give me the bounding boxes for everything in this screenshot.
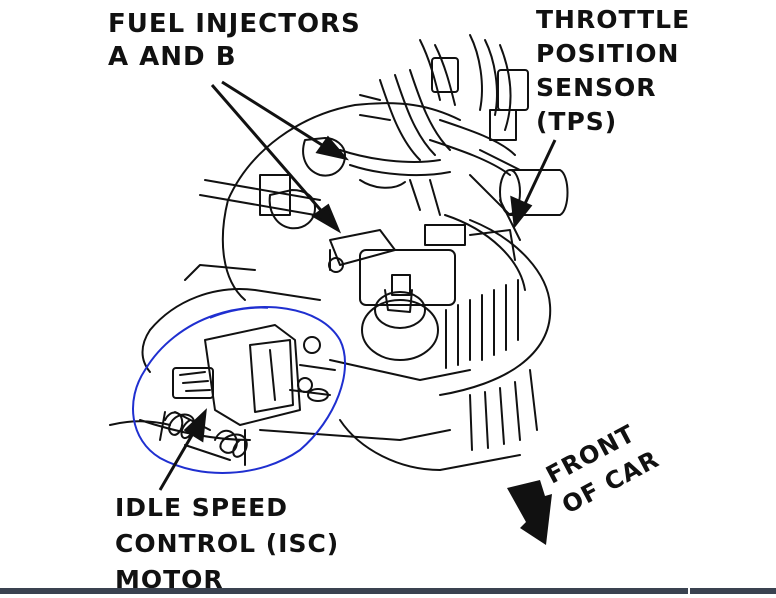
fuel-injectors-label: FUEL INJECTORS A AND B — [108, 8, 361, 74]
tps-line-4: (TPS) — [536, 107, 618, 136]
fuel-injectors-line-2: A AND B — [108, 42, 237, 72]
fuel-injector-arrows — [210, 80, 350, 234]
tps-arrow — [510, 139, 557, 229]
isc-motor-body — [204, 324, 301, 426]
isc-spring-right — [214, 429, 248, 458]
isc-label: IDLE SPEED CONTROL (ISC) MOTOR — [115, 490, 339, 598]
throttle-body — [359, 249, 456, 306]
fuel-injectors-line-1: FUEL INJECTORS — [108, 9, 361, 39]
isc-spring-left — [164, 411, 196, 440]
tps-line-2: POSITION — [536, 39, 680, 68]
isc-arrow — [158, 408, 207, 491]
annotation-circle — [132, 306, 346, 474]
tps-label: THROTTLE POSITION SENSOR (TPS) — [536, 3, 690, 139]
isc-line-1: IDLE SPEED — [115, 493, 289, 522]
bottom-divider — [688, 586, 690, 594]
tps-line-1: THROTTLE — [536, 5, 691, 34]
tps-line-3: SENSOR — [536, 73, 657, 102]
bottom-bar — [0, 588, 776, 594]
isc-line-2: CONTROL (ISC) — [115, 529, 340, 558]
intake-outline — [149, 288, 321, 331]
housing-outline — [227, 102, 461, 201]
wiring-harness — [379, 79, 421, 161]
tps-body — [509, 169, 569, 216]
front-of-car-arrow — [507, 480, 552, 545]
injector-a — [302, 137, 346, 177]
